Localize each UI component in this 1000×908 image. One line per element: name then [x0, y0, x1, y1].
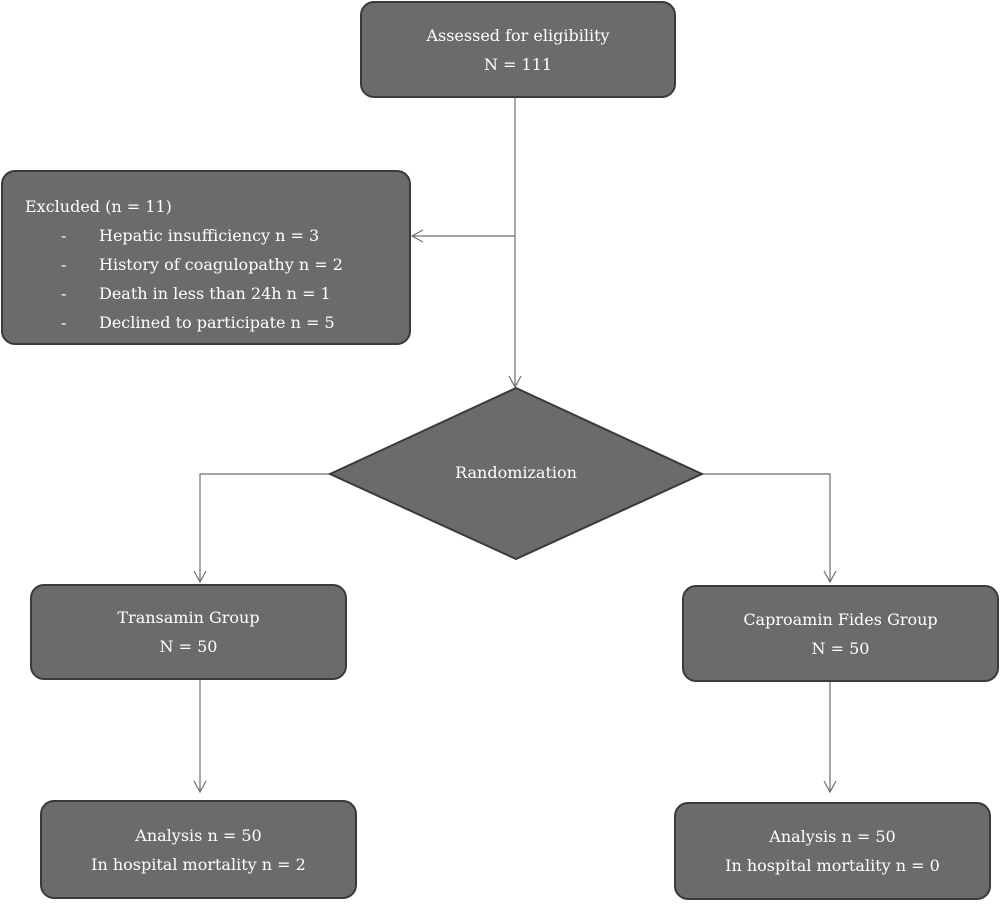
analysis-left-count: Analysis n = 50 [135, 825, 262, 845]
bullet-dash: - [61, 284, 67, 303]
excluded-item: - Hepatic insufficiency n = 3 [25, 221, 409, 250]
excluded-item-text: Hepatic insufficiency n = 3 [99, 226, 320, 245]
caproamin-count: N = 50 [811, 638, 870, 658]
caproamin-title: Caproamin Fides Group [743, 609, 938, 629]
analysis-left-box: Analysis n = 50 In hospital mortality n … [40, 800, 357, 899]
bullet-dash: - [61, 313, 67, 332]
analysis-right-box: Analysis n = 50 In hospital mortality n … [674, 802, 991, 900]
excluded-title: Excluded (n = 11) [25, 197, 172, 216]
excluded-item: - Declined to participate n = 5 [25, 308, 409, 337]
randomization-diamond [327, 386, 705, 561]
excluded-item-text: Declined to participate n = 5 [99, 313, 335, 332]
analysis-left-mortality: In hospital mortality n = 2 [91, 854, 306, 874]
excluded-item-text: History of coagulopathy n = 2 [99, 255, 343, 274]
analysis-right-count: Analysis n = 50 [769, 827, 896, 846]
excluded-item: - History of coagulopathy n = 2 [25, 250, 409, 279]
assessed-title: Assessed for eligibility [426, 25, 610, 45]
connector-randomization-to-caproamin [702, 473, 837, 584]
excluded-list: - Hepatic insufficiency n = 3 - History of… [25, 221, 409, 337]
excluded-item-text: Death in less than 24h n = 1 [99, 284, 331, 303]
assessed-box: Assessed for eligibility N = 111 [360, 1, 676, 98]
randomization-label: Randomization [455, 463, 577, 482]
transamin-count: N = 50 [159, 637, 218, 656]
caproamin-group-box: Caproamin Fides Group N = 50 [682, 585, 999, 682]
excluded-box: Excluded (n = 11) - Hepatic insufficiency… [1, 170, 411, 345]
assessed-count: N = 111 [483, 54, 553, 74]
analysis-right-mortality: In hospital mortality n = 0 [725, 856, 940, 875]
bullet-dash: - [61, 226, 67, 245]
transamin-group-box: Transamin Group N = 50 [30, 584, 347, 680]
bullet-dash: - [61, 255, 67, 274]
transamin-title: Transamin Group [117, 608, 260, 627]
excluded-item: - Death in less than 24h n = 1 [25, 279, 409, 308]
connector-randomization-to-transamin [193, 473, 330, 584]
